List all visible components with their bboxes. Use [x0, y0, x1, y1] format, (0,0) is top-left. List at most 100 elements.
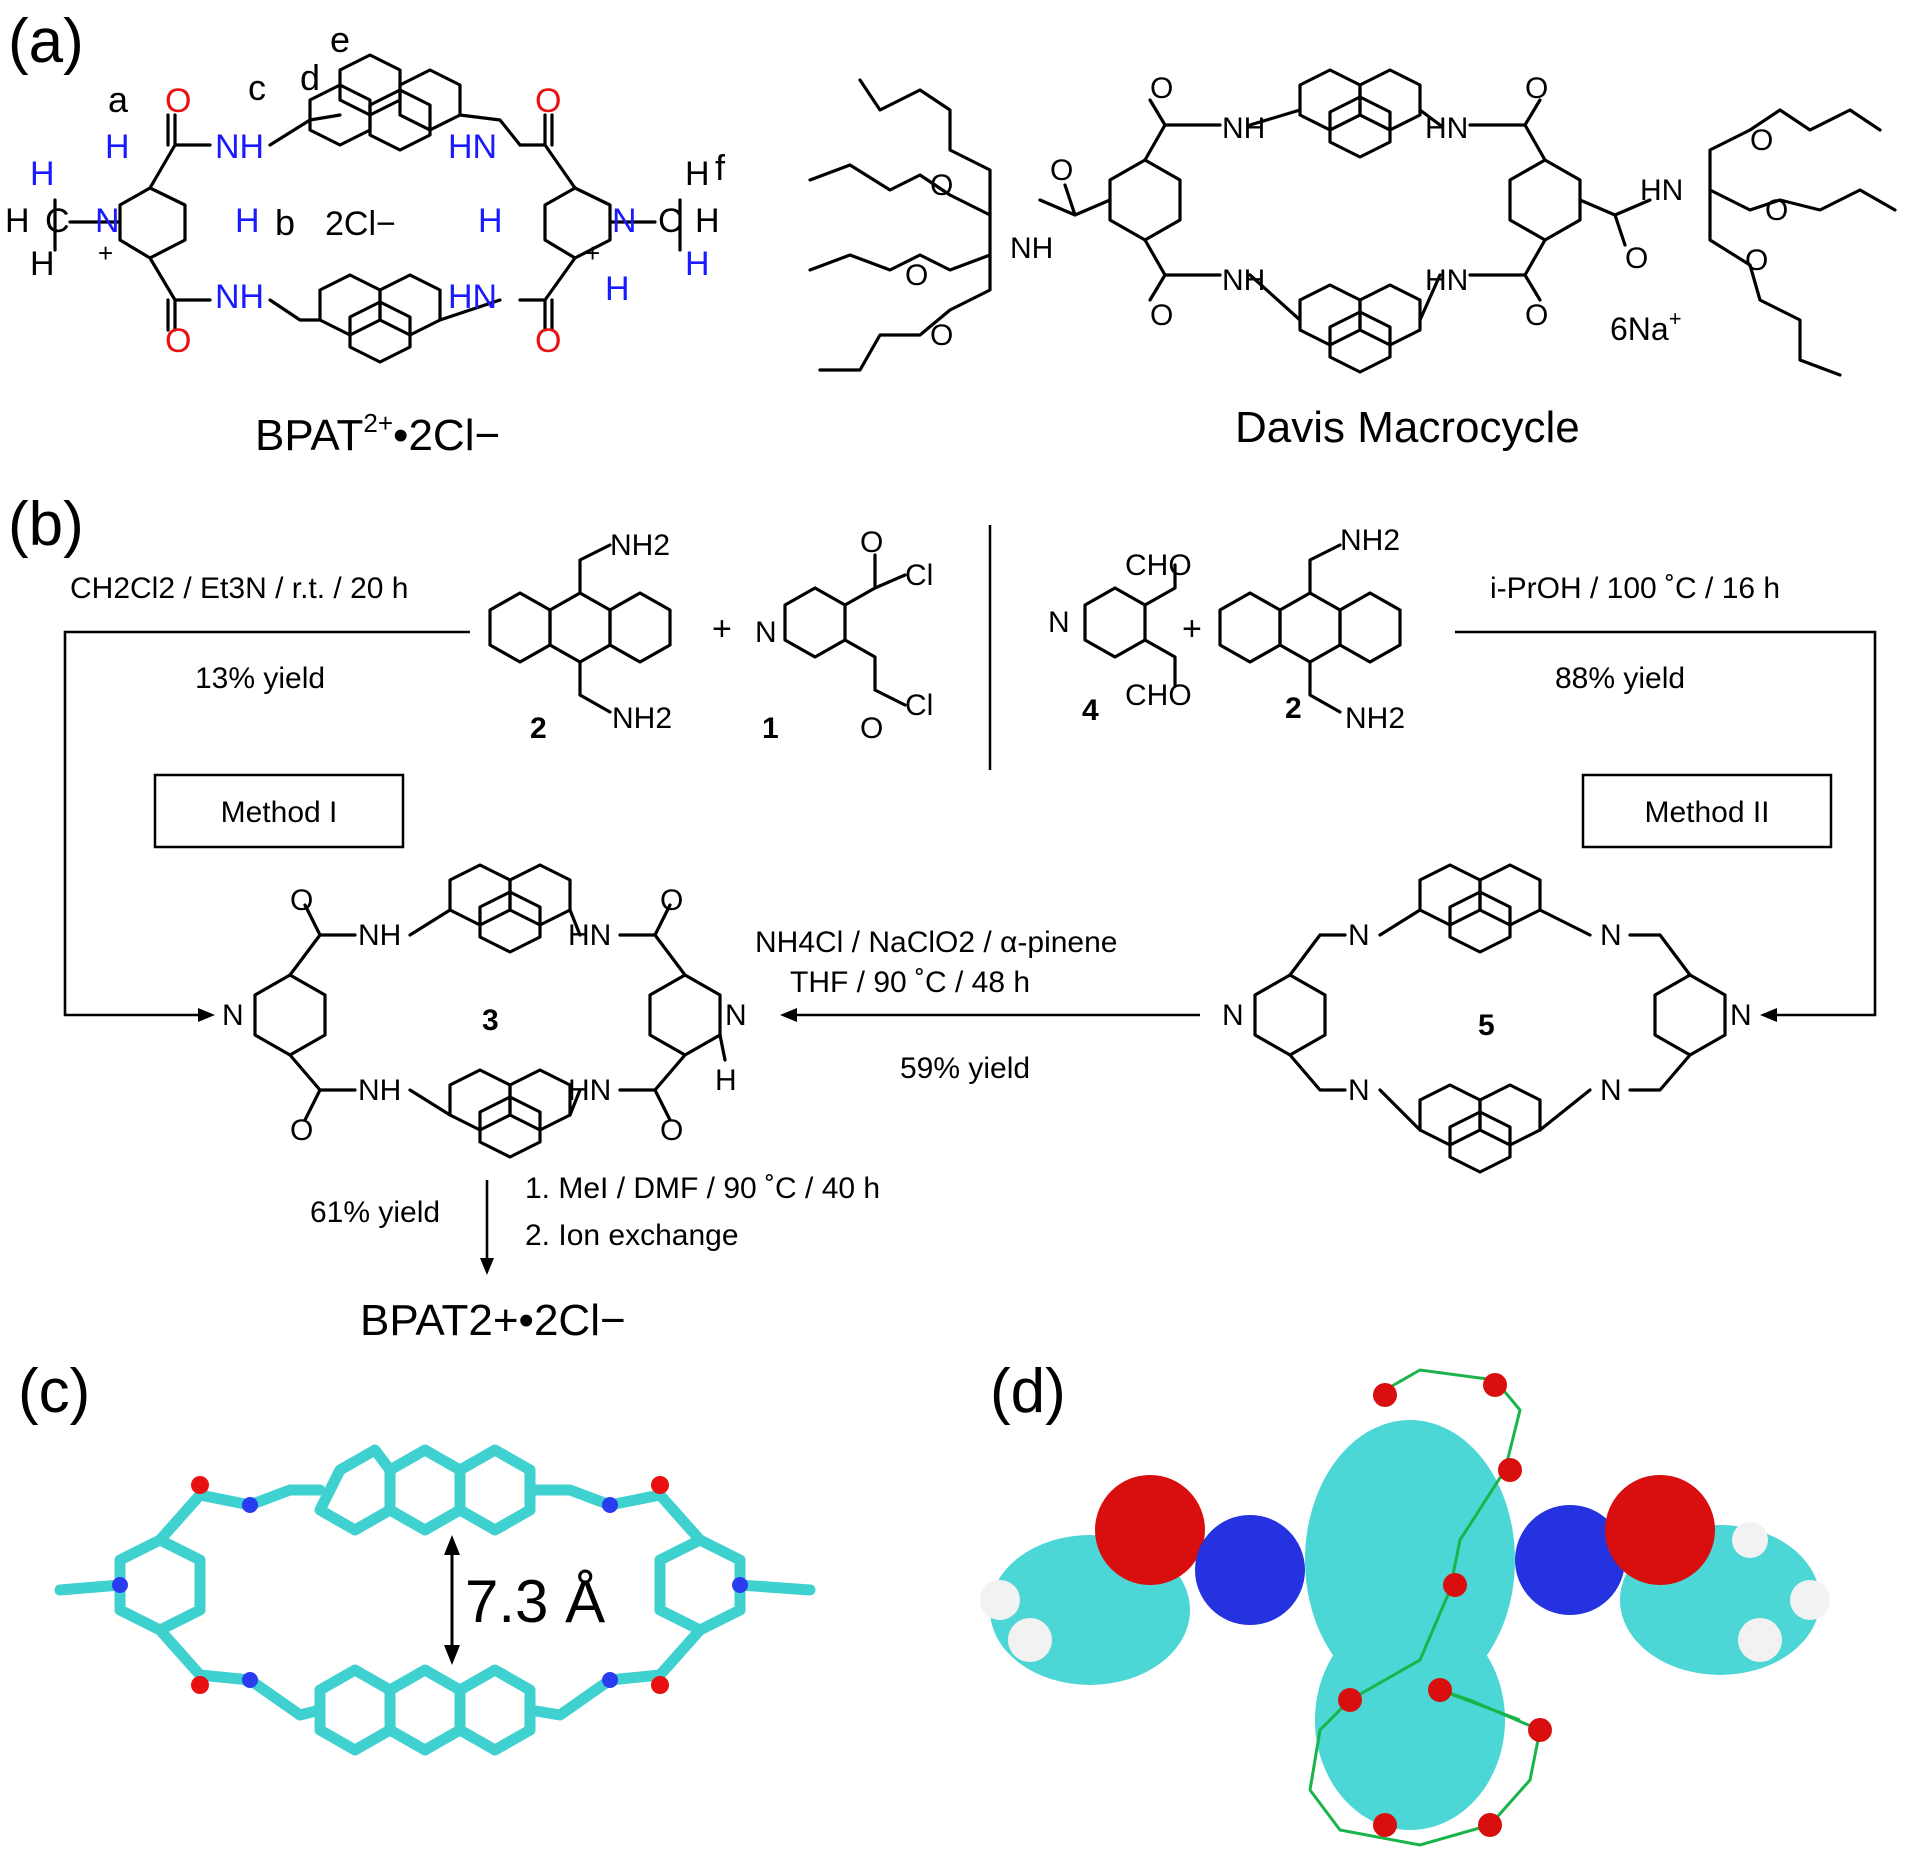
compound2-right-nh2-top: NH2 [1340, 524, 1400, 557]
oxidation-arrowhead [780, 1008, 797, 1022]
oxidation-conditions-2: THF / 90 ˚C / 48 h [790, 966, 1030, 999]
compound1-cl-bottom: Cl [905, 689, 933, 722]
anthracene-top [308, 53, 462, 152]
bpat-h-a: H [105, 128, 130, 166]
method1-arrow [63, 630, 470, 1017]
compound1-cl-top: Cl [905, 559, 933, 592]
oxidation-yield: 59% yield [900, 1052, 1030, 1085]
compound2-left-label: 2 [530, 712, 547, 745]
panel-label-c: (c) [18, 1357, 90, 1426]
bpat-nh-2: NH [215, 278, 264, 316]
bpat-h-a2: H [605, 270, 630, 308]
stick-nitrogen-5 [112, 1577, 128, 1593]
compound1-o-bottom: O [860, 712, 883, 745]
compound1-o-top: O [860, 526, 883, 559]
davis-ether-o-2: O [905, 259, 928, 292]
c3-o-1: O [290, 884, 313, 917]
stick-oxygen-1 [191, 1476, 209, 1494]
methylation-step1: 1. MeI / DMF / 90 ˚C / 40 h [525, 1172, 880, 1205]
bpat-charge-left: + [98, 238, 113, 268]
method1-box-label: Method I [221, 796, 338, 829]
bpat-oxygen-2: O [165, 322, 191, 360]
panel-label-a: (a) [8, 7, 84, 76]
davis-counterion-text: 6Na [1610, 311, 1669, 347]
bpat-methyl-h2: H [5, 202, 30, 240]
proton-label-e: e [330, 19, 350, 60]
method1-yield: 13% yield [195, 662, 325, 695]
c3-o-3: O [290, 1114, 313, 1147]
proton-label-f: f [715, 147, 726, 188]
compound-2-right [1218, 543, 1402, 714]
c5-n-2: N [1348, 1074, 1370, 1107]
davis-label: Davis Macrocycle [1235, 403, 1580, 452]
pyridinium-right [543, 186, 612, 260]
bpat-oxygen-1: O [165, 82, 191, 120]
method2-yield: 88% yield [1555, 662, 1685, 695]
bpat-h-b: H [235, 202, 260, 240]
c3-n-right: N [725, 999, 747, 1032]
method2-arrowhead [1760, 1008, 1777, 1022]
bpat-methyl-h4: H [685, 155, 710, 193]
stick-nitrogen-4 [602, 1672, 618, 1688]
crystal-structure-stick-model [54, 1444, 816, 1756]
davis-hn-3: HN [1640, 174, 1683, 207]
davis-o-2: O [1525, 72, 1548, 105]
davis-ether-o-4: O [1750, 124, 1773, 157]
method1-conditions: CH2Cl2 / Et3N / r.t. / 20 h [70, 572, 408, 605]
davis-macrocycle-structure [808, 68, 1897, 377]
davis-ether-o-5: O [1765, 194, 1788, 227]
compound4-cho-bottom: CHO [1125, 679, 1192, 712]
method2-box-label: Method II [1644, 796, 1769, 829]
oxidation-conditions-1: NH4Cl / NaClO2 / α-pinene [755, 926, 1117, 959]
compound5-label: 5 [1478, 1009, 1495, 1042]
stick-nitrogen-1 [242, 1497, 258, 1513]
bpat-methyl-h1: H [30, 155, 55, 193]
c3-nh-1: NH [358, 919, 401, 952]
compound2-right-nh2-bottom: NH2 [1345, 702, 1405, 735]
distance-arrowhead-bottom [444, 1645, 460, 1665]
methylation-yield: 61% yield [310, 1196, 440, 1229]
compound-1 [783, 553, 907, 707]
bpat-methyl-h5: H [695, 202, 720, 240]
bpat-hn-1: HN [448, 128, 497, 166]
bpat-nh-1: NH [215, 128, 264, 166]
bpat-salt: •2Cl− [393, 411, 500, 460]
davis-nh-2: NH [1222, 264, 1265, 297]
pyridinium-left [118, 186, 187, 260]
plus-sign-1: + [712, 610, 732, 648]
bpat-oxygen-3: O [535, 82, 561, 120]
compound2-left-nh2-top: NH2 [610, 529, 670, 562]
c5-n-left: N [1222, 999, 1244, 1032]
space-filling-model [980, 1368, 1830, 1847]
stick-oxygen-3 [651, 1476, 669, 1494]
compound1-n: N [755, 616, 777, 649]
davis-hn-1: HN [1425, 112, 1468, 145]
methylation-arrowhead [480, 1258, 494, 1275]
compound-3-structure [253, 863, 727, 1159]
bpat-hn-2: HN [448, 278, 497, 316]
davis-o-3: O [1150, 299, 1173, 332]
bpat-counterion: 2Cl− [325, 205, 396, 243]
davis-counterion-charge: + [1669, 306, 1682, 331]
compound-4 [1083, 563, 1177, 687]
bpat-n-left: N [95, 202, 120, 240]
distance-label: 7.3 Å [465, 1568, 605, 1635]
compound2-right-label: 2 [1285, 692, 1302, 725]
davis-o-4: O [1525, 299, 1548, 332]
method1-box [153, 773, 405, 849]
bpat-methyl-h3: H [30, 245, 55, 283]
method2-arrow [1455, 630, 1877, 1017]
compound3-label: 3 [482, 1004, 499, 1037]
final-product-label: BPAT2+•2Cl− [360, 1296, 626, 1345]
compound1-label: 1 [762, 712, 779, 745]
stick-oxygen-2 [191, 1676, 209, 1694]
proton-label-d: d [300, 57, 320, 98]
stick-nitrogen-6 [732, 1577, 748, 1593]
stick-oxygen-4 [651, 1676, 669, 1694]
davis-ether-o-1: O [930, 169, 953, 202]
distance-arrowhead-top [444, 1535, 460, 1555]
panel-label-d: (d) [990, 1357, 1066, 1426]
davis-o-6: O [1625, 242, 1648, 275]
method2-conditions: i-PrOH / 100 ˚C / 16 h [1490, 572, 1780, 605]
